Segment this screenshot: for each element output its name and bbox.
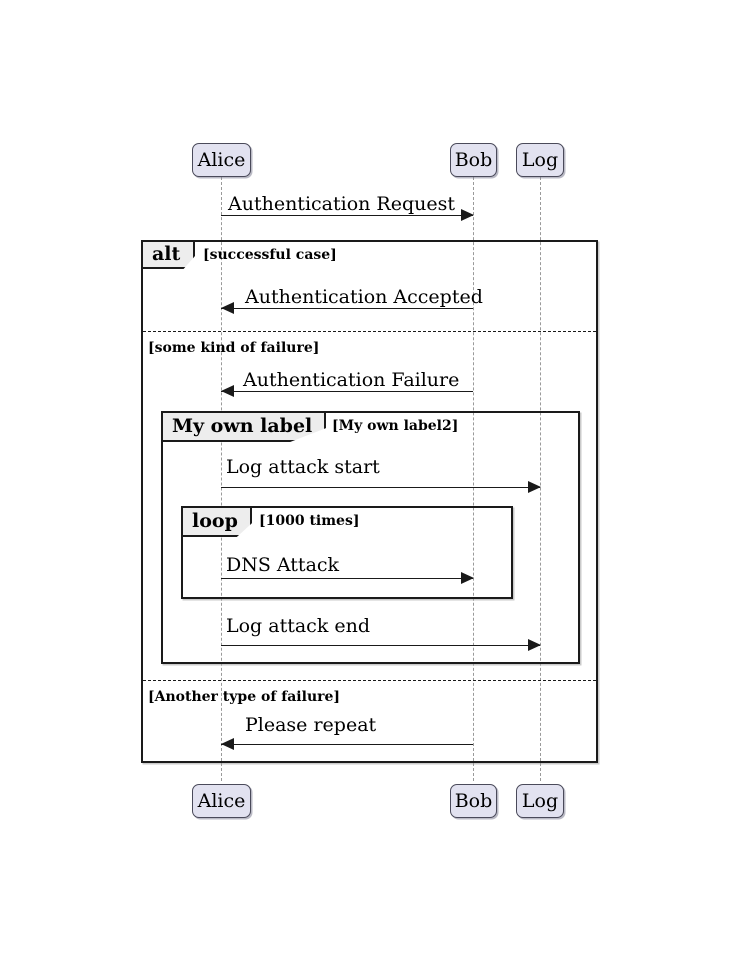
message-label-please-repeat: Please repeat (245, 714, 377, 736)
fragment-my-own-label-guard: [My own label2] (332, 418, 459, 434)
participant-label: Alice (197, 148, 246, 171)
fragment-alt-guard-3: [Another type of failure] (148, 689, 341, 705)
message-line-authentication-request (221, 215, 473, 216)
participant-label: Bob (454, 148, 493, 171)
participant-bob-bottom[interactable]: Bob (450, 784, 497, 818)
message-line-authentication-accepted (221, 308, 473, 309)
fragment-alt (141, 240, 598, 763)
participant-log-top[interactable]: Log (516, 143, 564, 177)
lifeline-log (540, 177, 541, 781)
message-label-log-attack-end: Log attack end (226, 615, 371, 637)
fragment-alt-divider-2 (143, 680, 596, 681)
participant-bob-top[interactable]: Bob (450, 143, 497, 177)
fragment-alt-guard-1: [successful case] (203, 247, 337, 263)
participant-label: Log (521, 789, 559, 812)
participant-alice-top[interactable]: Alice (192, 143, 251, 177)
participant-log-bottom[interactable]: Log (516, 784, 564, 818)
message-label-dns-attack: DNS Attack (226, 554, 340, 576)
fragment-loop-operator: loop (183, 508, 252, 537)
message-label-authentication-request: Authentication Request (228, 193, 455, 215)
fragment-alt-operator: alt (143, 242, 195, 269)
lifeline-bob (473, 177, 474, 781)
fragment-my-own-label (161, 411, 580, 664)
message-line-log-attack-start (221, 487, 540, 488)
message-label-authentication-failure: Authentication Failure (243, 369, 460, 391)
fragment-loop (181, 506, 513, 599)
fragment-loop-guard: [1000 times] (259, 513, 360, 529)
arrowhead-left-icon (221, 385, 234, 397)
arrowhead-right-icon (528, 639, 541, 651)
message-line-please-repeat (221, 744, 473, 745)
message-line-authentication-failure (221, 391, 473, 392)
participant-label: Bob (454, 789, 493, 812)
participant-alice-bottom[interactable]: Alice (192, 784, 251, 818)
arrowhead-left-icon (221, 302, 234, 314)
arrowhead-right-icon (461, 572, 474, 584)
arrowhead-right-icon (528, 481, 541, 493)
message-line-log-attack-end (221, 645, 540, 646)
participant-label: Log (521, 148, 559, 171)
fragment-my-own-label-operator: My own label (163, 413, 326, 442)
fragment-alt-divider-1 (143, 331, 596, 332)
message-label-log-attack-start: Log attack start (226, 456, 380, 478)
fragment-alt-guard-2: [some kind of failure] (148, 340, 320, 356)
arrowhead-right-icon (461, 209, 474, 221)
arrowhead-left-icon (221, 738, 234, 750)
participant-label: Alice (197, 789, 246, 812)
message-label-authentication-accepted: Authentication Accepted (245, 286, 483, 308)
message-line-dns-attack (221, 578, 473, 579)
lifeline-alice (221, 177, 222, 781)
